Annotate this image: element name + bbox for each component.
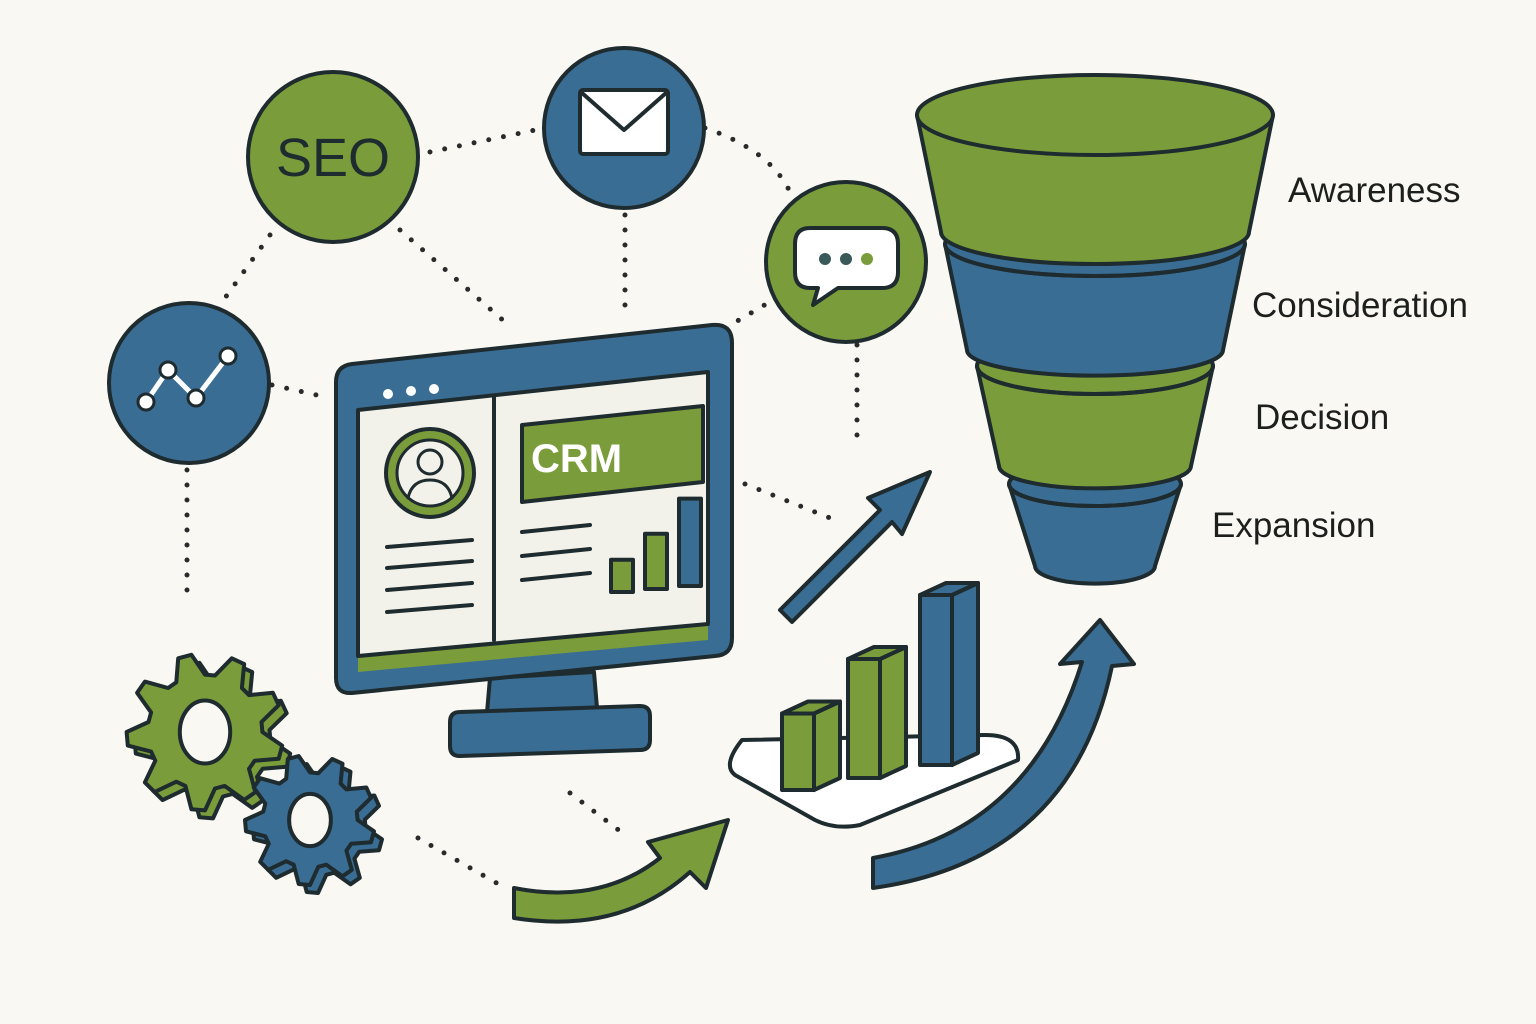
crm-mini-bar-chart [609,496,703,594]
crm-title-block [520,404,705,504]
results-bar [918,581,980,767]
blue-curved-arrow-icon [871,618,1136,890]
crm-title: CRM [531,437,622,481]
funnel-stage-awareness [915,73,1275,266]
seo-node: SEO [246,70,420,244]
envelope-icon [578,88,670,156]
crm-mini-bar [609,557,635,594]
arrow-up-right-icon [778,470,932,624]
results-bars [780,581,980,792]
profile-text-lines [385,538,474,614]
crm-mini-bar [643,531,669,591]
results-bar [846,645,908,780]
chat-node [764,180,928,344]
funnel-stage-label-decision: Decision [1255,398,1390,437]
funnel-stage-label-expansion: Expansion [1212,506,1376,545]
analytics-node [107,301,271,465]
funnel-icon [915,73,1275,586]
funnel-stage-label-awareness: Awareness [1288,171,1461,210]
line-graph-icon [136,346,238,412]
green-gear-icon [124,652,293,821]
funnel-stage-label-consideration: Consideration [1252,286,1468,325]
user-avatar-icon [384,427,476,519]
green-curved-arrow-icon [512,818,730,924]
gears-icon [124,652,384,895]
seo-label: SEO [276,128,390,188]
email-node [542,46,706,210]
results-bar [780,699,842,792]
crm-text-lines [520,523,592,582]
monitor-icon: CRM [334,322,734,758]
bar-chart-icon [727,581,1021,829]
blue-gear-icon [243,754,384,895]
chat-bubble-icon [793,226,900,307]
crm-mini-bar [677,496,703,589]
